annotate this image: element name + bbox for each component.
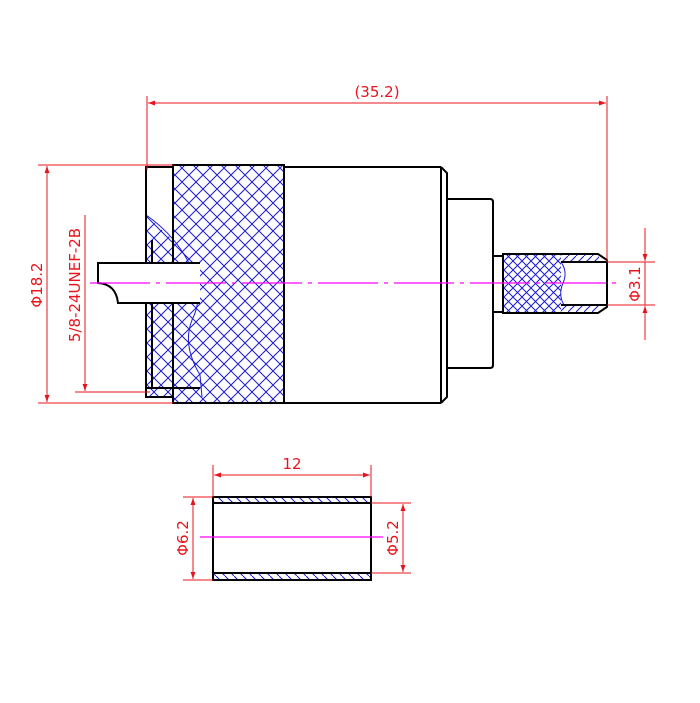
dimension-overall-length: (35.2) <box>146 83 608 262</box>
dim-sleeve-inner-label: Φ5.2 <box>384 520 402 556</box>
dimension-crimp-diameter: Φ3.1 <box>607 228 655 340</box>
connector-main-view <box>90 164 618 404</box>
crimp-tube <box>502 253 608 314</box>
dimension-thread: 5/8-24UNEF-2B <box>66 215 150 393</box>
dimension-sleeve-length: 12 <box>212 455 372 497</box>
dimension-nut-diameter: Φ18.2 <box>28 164 173 404</box>
dim-thread-label: 5/8-24UNEF-2B <box>66 228 84 342</box>
dim-nut-diameter-label: Φ18.2 <box>28 262 46 307</box>
dim-overall-length-label: (35.2) <box>354 83 399 101</box>
ferrule-sleeve <box>212 496 372 581</box>
connector-body <box>284 166 448 404</box>
dimension-sleeve-outer: Φ6.2 <box>174 496 213 581</box>
dim-sleeve-length-label: 12 <box>282 455 301 473</box>
dim-crimp-diameter-label: Φ3.1 <box>626 266 644 302</box>
dimension-sleeve-inner: Φ5.2 <box>371 502 411 574</box>
crimp-step <box>492 255 504 313</box>
dim-sleeve-outer-label: Φ6.2 <box>174 520 192 556</box>
coupling-nut-knurl <box>146 165 284 403</box>
ferrule-sleeve-view <box>200 496 383 581</box>
